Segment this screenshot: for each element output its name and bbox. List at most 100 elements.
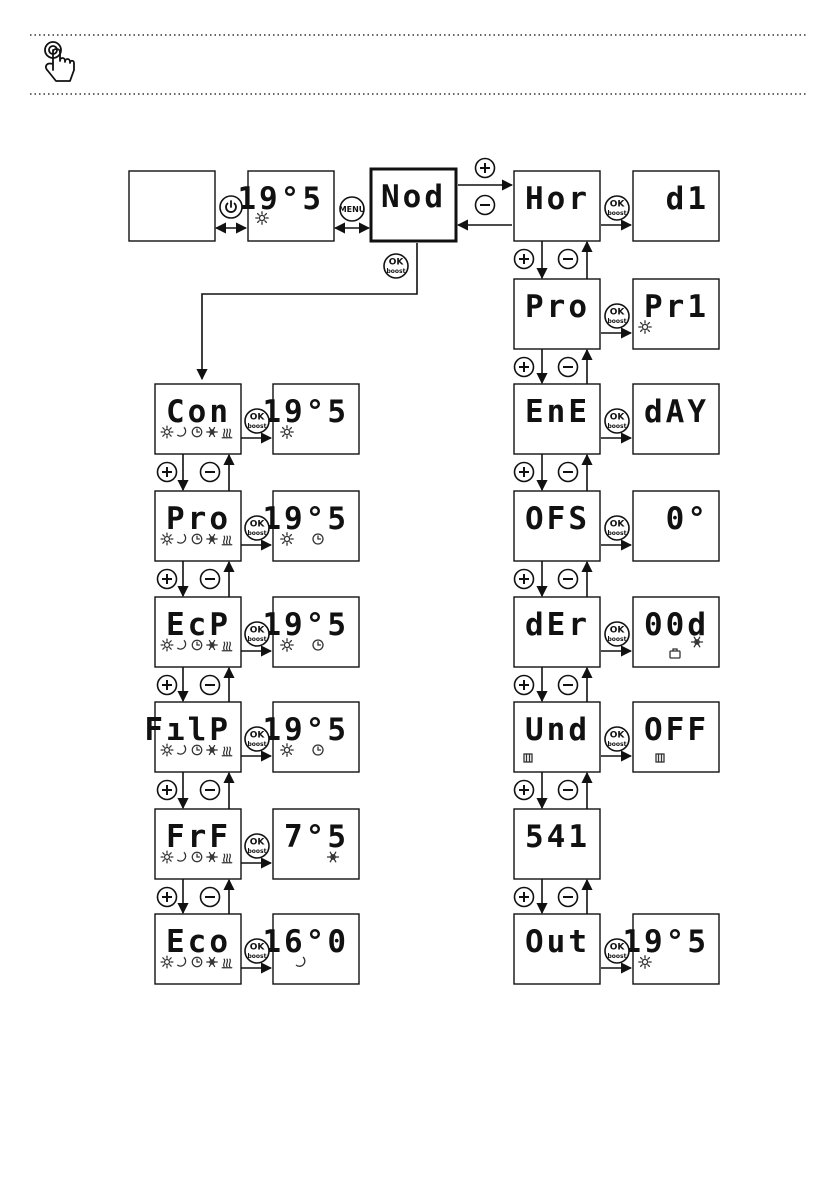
boost-button-label: boost	[248, 953, 267, 960]
plus-button[interactable]	[515, 676, 534, 695]
screen-readout: Pro	[525, 289, 590, 325]
screen-value-5: 16°0	[262, 914, 359, 984]
plus-button[interactable]	[515, 888, 534, 907]
plus-button[interactable]	[158, 570, 177, 589]
ok-button-label: OK	[250, 838, 266, 848]
menu-button-label: MENU	[339, 205, 366, 214]
ok-button-label: OK	[389, 258, 405, 268]
screen-readout: d1	[666, 181, 709, 217]
boost-button-label: boost	[608, 530, 627, 537]
minus-button[interactable]	[201, 463, 220, 482]
ok-button-label: OK	[610, 943, 626, 953]
screen-readout: 7°5	[284, 819, 349, 855]
boost-button-label: boost	[608, 636, 627, 643]
plus-button[interactable]	[476, 159, 495, 178]
power-button[interactable]	[220, 196, 242, 218]
plus-button[interactable]	[515, 358, 534, 377]
screen-readout: dEr	[525, 607, 590, 643]
plus-button[interactable]	[515, 463, 534, 482]
screen-mode-menu: Nod	[371, 169, 456, 241]
screen-readout: 19°5	[237, 181, 324, 217]
plus-button[interactable]	[158, 781, 177, 800]
screen-setting-7: Out	[514, 914, 600, 984]
screen-readout: 16°0	[262, 924, 349, 960]
minus-button[interactable]	[559, 250, 578, 269]
screen-setting-4: dEr	[514, 597, 600, 667]
minus-button[interactable]	[201, 676, 220, 695]
screen-setting-2: EnE	[514, 384, 600, 454]
boost-button-label: boost	[387, 268, 406, 275]
plus-button[interactable]	[158, 888, 177, 907]
screen-mode-pro: Pro	[155, 491, 241, 561]
screen-mode-fılp: FılP	[144, 702, 241, 772]
menu-button[interactable]: MENU	[339, 197, 366, 221]
boost-button-label: boost	[608, 953, 627, 960]
screen-mode-con: Con	[155, 384, 241, 454]
screen-value-3: 19°5	[262, 702, 359, 772]
boost-button-label: boost	[248, 423, 267, 430]
minus-button[interactable]	[559, 781, 578, 800]
screen-readout: Nod	[381, 179, 446, 215]
boost-button-label: boost	[248, 848, 267, 855]
screen-setting-value-4: 00d	[633, 597, 719, 667]
plus-button[interactable]	[515, 250, 534, 269]
screen-readout: 19°5	[622, 924, 709, 960]
plus-button[interactable]	[515, 570, 534, 589]
screen-readout: OFF	[644, 712, 709, 748]
ok-button-label: OK	[610, 413, 626, 423]
screen-setting-6: 541	[514, 809, 600, 879]
plus-button[interactable]	[158, 463, 177, 482]
boost-button-label: boost	[608, 210, 627, 217]
minus-button[interactable]	[476, 196, 495, 215]
minus-button[interactable]	[559, 570, 578, 589]
screen-setting-value-1: Pr1	[633, 279, 719, 349]
screen-setting-5: Und	[514, 702, 600, 772]
screen-readout: FılP	[144, 712, 231, 748]
screen-readout: OFS	[525, 501, 590, 537]
screen-readout: Eco	[166, 924, 231, 960]
screen-value-0: 19°5	[262, 384, 359, 454]
minus-button[interactable]	[201, 781, 220, 800]
screen-readout: Con	[166, 394, 231, 430]
screens: 19°5NodMENUOKboostCon19°5OKboostPro19°5O…	[129, 159, 719, 985]
minus-button[interactable]	[559, 888, 578, 907]
screen-readout: Pr1	[644, 289, 709, 325]
screen-readout: 19°5	[262, 394, 349, 430]
screen-setting-3: OFS	[514, 491, 600, 561]
screen-readout: 19°5	[262, 607, 349, 643]
plus-button[interactable]	[158, 676, 177, 695]
screen-readout: 541	[525, 819, 590, 855]
screen-home-temp: 19°5	[237, 171, 334, 241]
ok-button-label: OK	[610, 626, 626, 636]
minus-button[interactable]	[559, 358, 578, 377]
minus-button[interactable]	[559, 676, 578, 695]
screen-off	[129, 171, 215, 241]
ok-button-label: OK	[250, 626, 266, 636]
screen-readout: EnE	[525, 394, 590, 430]
minus-button[interactable]	[201, 570, 220, 589]
touch-hand-icon	[45, 42, 74, 81]
plus-button[interactable]	[515, 781, 534, 800]
boost-button-label: boost	[248, 741, 267, 748]
boost-button-label: boost	[608, 423, 627, 430]
minus-button[interactable]	[559, 463, 578, 482]
screen-mode-frf: FrF	[155, 809, 241, 879]
minus-button[interactable]	[201, 888, 220, 907]
screen-readout: Hor	[525, 181, 590, 217]
screen-mode-eco: Eco	[155, 914, 241, 984]
